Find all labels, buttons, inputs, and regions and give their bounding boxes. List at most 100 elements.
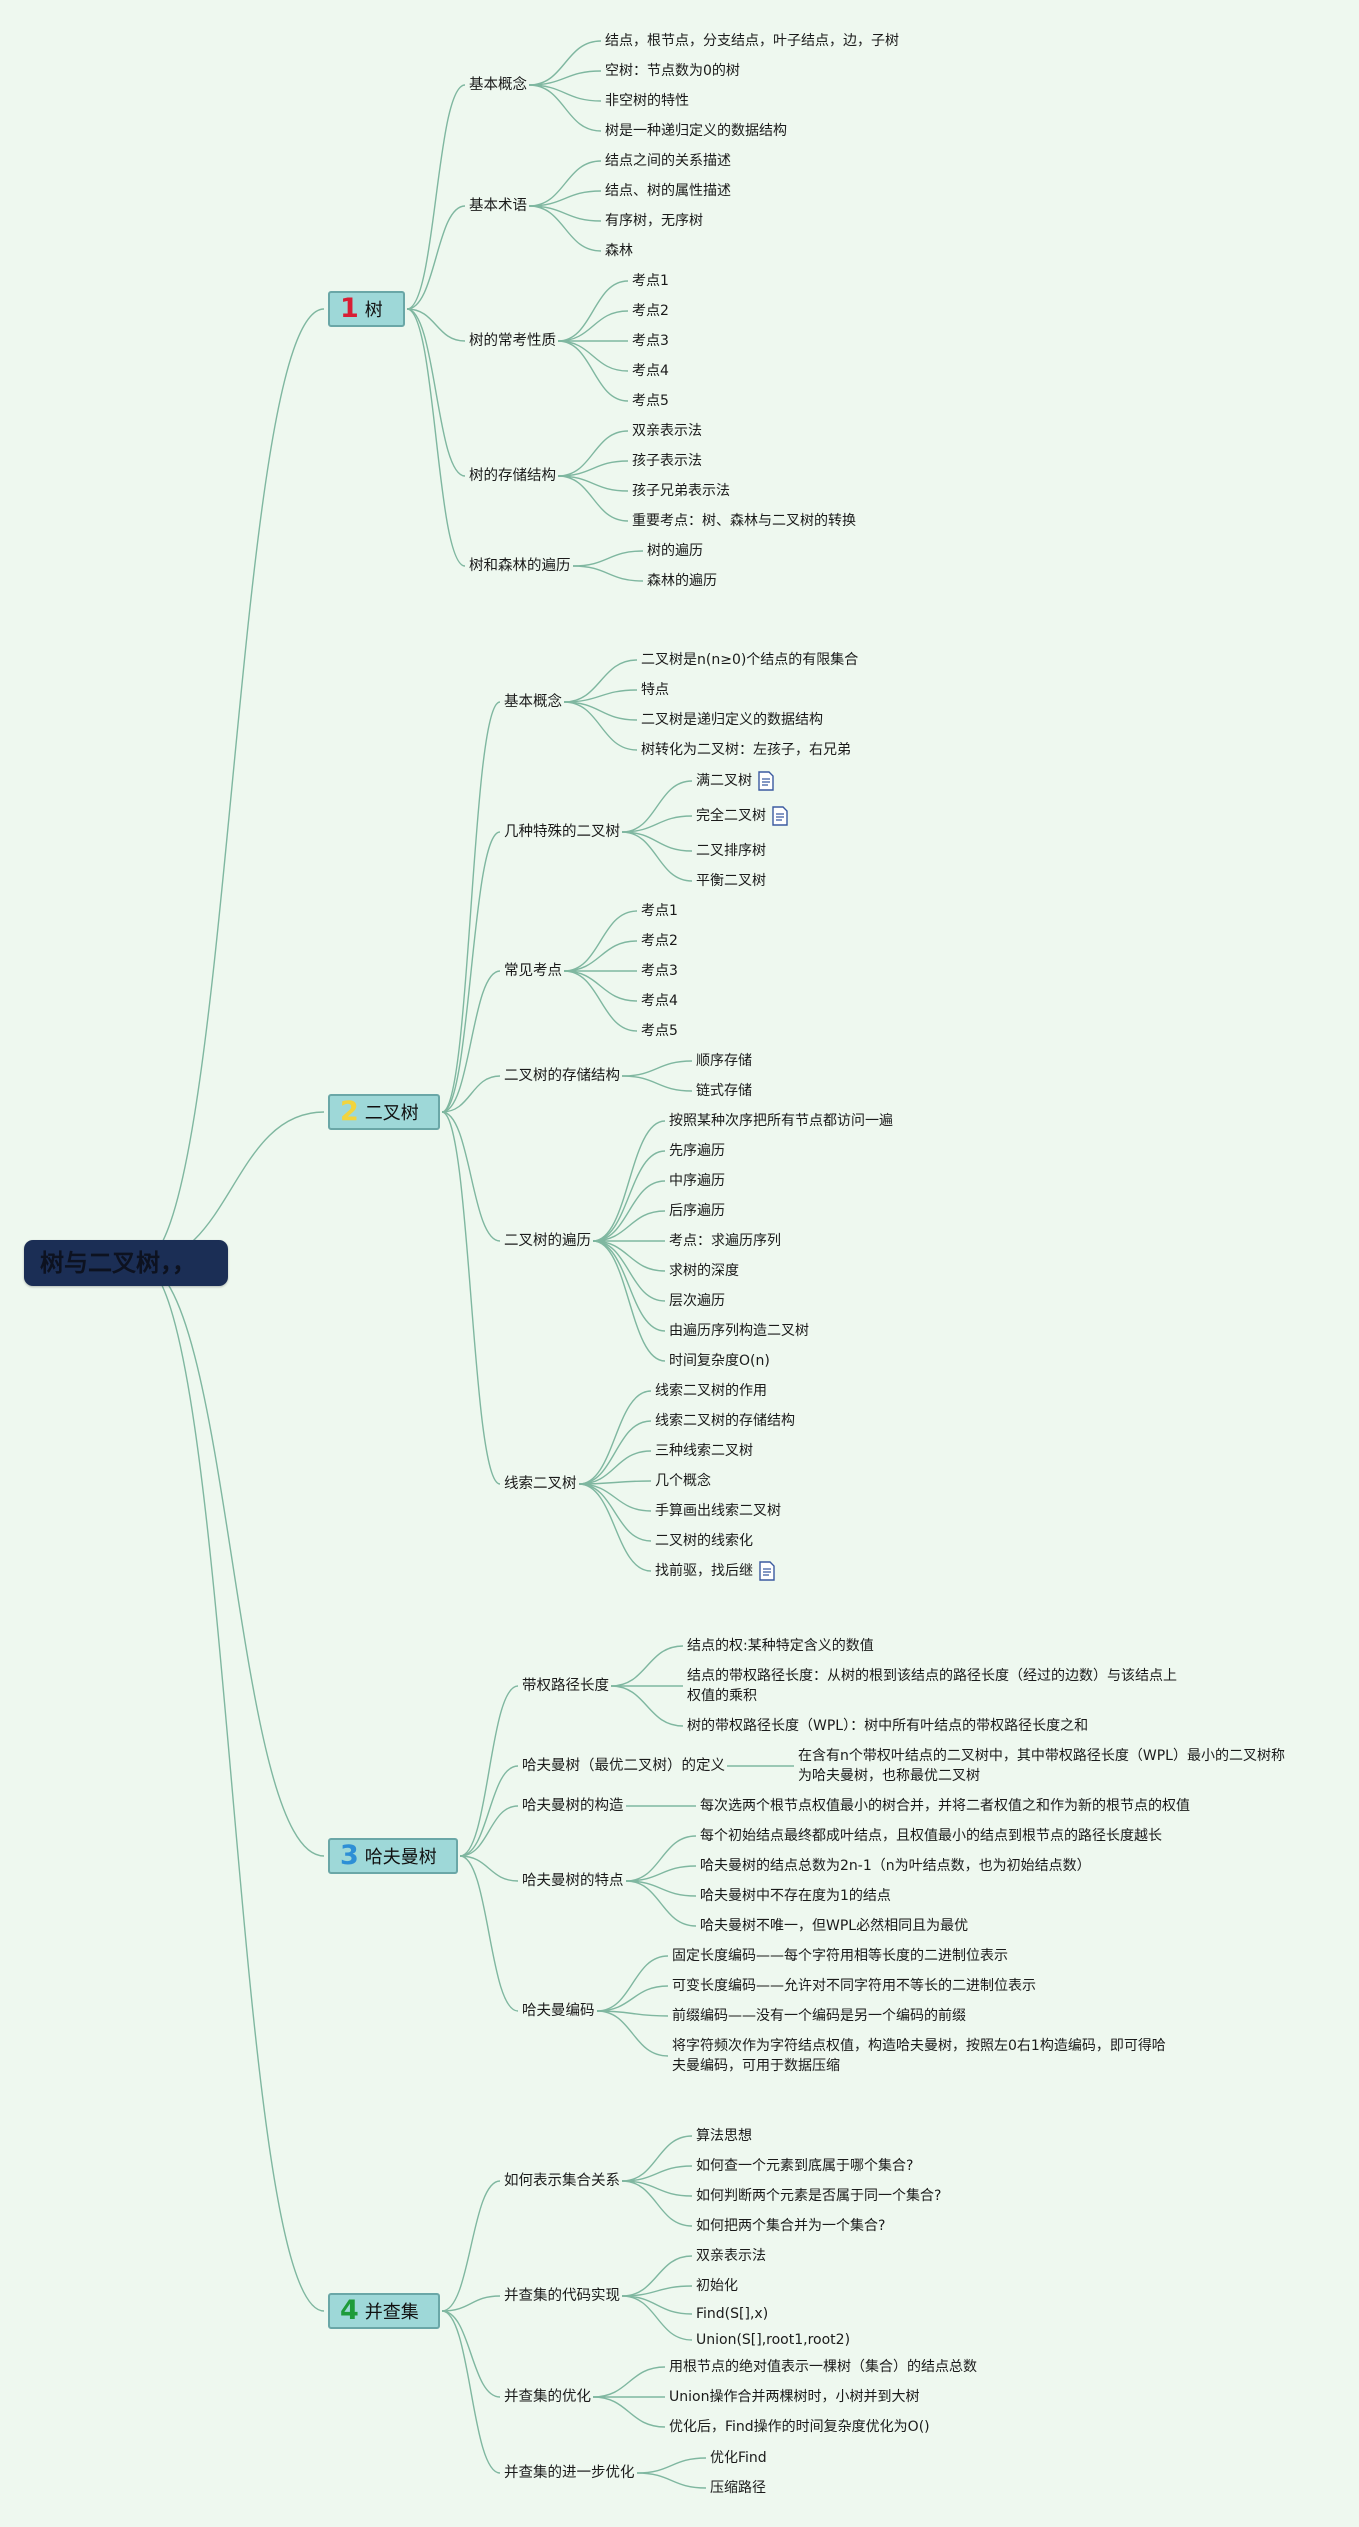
leaf-node[interactable]: 孩子兄弟表示法 xyxy=(632,483,730,499)
leaf-node[interactable]: 树的遍历 xyxy=(647,543,703,559)
leaf-node[interactable]: 结点，根节点，分支结点，叶子结点，边，子树 xyxy=(605,33,899,49)
leaf-node[interactable]: 固定长度编码——每个字符用相等长度的二进制位表示 xyxy=(672,1948,1008,1964)
topic-node[interactable]: 树的常考性质 xyxy=(469,333,556,349)
leaf-node[interactable]: 考点1 xyxy=(632,273,669,289)
leaf-node[interactable]: 优化后，Find操作的时间复杂度优化为O() xyxy=(669,2419,930,2435)
leaf-node[interactable]: 双亲表示法 xyxy=(696,2248,766,2264)
leaf-node[interactable]: 几个概念 xyxy=(655,1473,711,1489)
leaf-node[interactable]: 考点2 xyxy=(632,303,669,319)
leaf-node[interactable]: 求树的深度 xyxy=(669,1263,739,1279)
leaf-node[interactable]: 线索二叉树的作用 xyxy=(655,1383,767,1399)
topic-node[interactable]: 并查集的优化 xyxy=(504,2389,591,2405)
leaf-node[interactable]: 考点4 xyxy=(641,993,678,1009)
leaf-node[interactable]: 结点、树的属性描述 xyxy=(605,183,731,199)
leaf-node[interactable]: 顺序存储 xyxy=(696,1053,752,1069)
leaf-node[interactable]: 找前驱，找后继 xyxy=(655,1561,775,1581)
leaf-node[interactable]: 每个初始结点最终都成叶结点，且权值最小的结点到根节点的路径长度越长 xyxy=(700,1828,1162,1844)
leaf-node[interactable]: 结点的带权路径长度：从树的根到该结点的路径长度（经过的边数）与该结点上权值的乘积 xyxy=(687,1668,1177,1704)
leaf-node[interactable]: 考点2 xyxy=(641,933,678,949)
chapter-node-binary-tree[interactable]: 2 二叉树 xyxy=(328,1094,440,1130)
leaf-node[interactable]: 树是一种递归定义的数据结构 xyxy=(605,123,787,139)
note-icon[interactable] xyxy=(759,1561,775,1581)
leaf-node[interactable]: 前缀编码——没有一个编码是另一个编码的前缀 xyxy=(672,2008,966,2024)
note-icon[interactable] xyxy=(758,771,774,791)
topic-node[interactable]: 基本概念 xyxy=(504,694,562,710)
topic-node[interactable]: 二叉树的遍历 xyxy=(504,1233,591,1249)
leaf-node[interactable]: 二叉树是n(n≥0)个结点的有限集合 xyxy=(641,652,859,668)
leaf-node[interactable]: 结点的权:某种特定含义的数值 xyxy=(687,1638,874,1654)
leaf-node[interactable]: 结点之间的关系描述 xyxy=(605,153,731,169)
leaf-node[interactable]: 手算画出线索二叉树 xyxy=(655,1503,781,1519)
topic-node[interactable]: 哈夫曼树的特点 xyxy=(522,1873,624,1889)
leaf-node[interactable]: 哈夫曼树的结点总数为2n-1（n为叶结点数，也为初始结点数） xyxy=(700,1858,1091,1874)
leaf-node[interactable]: 满二叉树 xyxy=(696,771,774,791)
topic-node[interactable]: 几种特殊的二叉树 xyxy=(504,824,620,840)
leaf-node[interactable]: 中序遍历 xyxy=(669,1173,725,1189)
leaf-node[interactable]: 二叉树的线索化 xyxy=(655,1533,753,1549)
leaf-node[interactable]: 线索二叉树的存储结构 xyxy=(655,1413,795,1429)
topic-node[interactable]: 哈夫曼树的构造 xyxy=(522,1798,624,1814)
leaf-node[interactable]: 考点3 xyxy=(641,963,678,979)
leaf-node[interactable]: Union操作合并两棵树时，小树并到大树 xyxy=(669,2389,920,2405)
leaf-node[interactable]: 初始化 xyxy=(696,2278,738,2294)
leaf-node[interactable]: 空树：节点数为0的树 xyxy=(605,63,740,79)
leaf-node[interactable]: 考点1 xyxy=(641,903,678,919)
leaf-node[interactable]: Find(S[],x) xyxy=(696,2306,769,2322)
topic-node[interactable]: 哈夫曼树（最优二叉树）的定义 xyxy=(522,1758,725,1774)
leaf-node[interactable]: 重要考点：树、森林与二叉树的转换 xyxy=(632,513,856,529)
topic-node[interactable]: 并查集的进一步优化 xyxy=(504,2465,635,2481)
topic-node[interactable]: 带权路径长度 xyxy=(522,1678,609,1694)
leaf-node[interactable]: 有序树，无序树 xyxy=(605,213,703,229)
leaf-node[interactable]: 完全二叉树 xyxy=(696,806,788,826)
leaf-node[interactable]: 森林的遍历 xyxy=(647,573,717,589)
leaf-node[interactable]: 哈夫曼树不唯一，但WPL必然相同且为最优 xyxy=(700,1918,969,1934)
leaf-node[interactable]: 将字符频次作为字符结点权值，构造哈夫曼树，按照左0右1构造编码，即可得哈夫曼编码… xyxy=(672,2038,1166,2074)
leaf-node[interactable]: 非空树的特性 xyxy=(605,93,689,109)
leaf-node[interactable]: 如何查一个元素到底属于哪个集合? xyxy=(696,2158,914,2174)
chapter-node-tree[interactable]: 1 树 xyxy=(328,291,405,327)
topic-node[interactable]: 如何表示集合关系 xyxy=(504,2173,620,2189)
topic-node[interactable]: 线索二叉树 xyxy=(504,1476,577,1492)
leaf-node[interactable]: 在含有n个带权叶结点的二叉树中，其中带权路径长度（WPL）最小的二叉树称为哈夫曼… xyxy=(798,1748,1285,1784)
topic-node[interactable]: 树的存储结构 xyxy=(469,468,556,484)
leaf-node[interactable]: 双亲表示法 xyxy=(632,423,702,439)
topic-node[interactable]: 基本术语 xyxy=(469,198,527,214)
leaf-node[interactable]: 优化Find xyxy=(710,2450,767,2466)
leaf-node[interactable]: 后序遍历 xyxy=(669,1203,725,1219)
leaf-node[interactable]: 特点 xyxy=(641,682,669,698)
leaf-node[interactable]: 如何判断两个元素是否属于同一个集合? xyxy=(696,2188,942,2204)
leaf-node[interactable]: 树转化为二叉树：左孩子，右兄弟 xyxy=(641,742,851,758)
topic-node[interactable]: 并查集的代码实现 xyxy=(504,2288,620,2304)
topic-node[interactable]: 二叉树的存储结构 xyxy=(504,1068,620,1084)
leaf-node[interactable]: 孩子表示法 xyxy=(632,453,702,469)
leaf-node[interactable]: 先序遍历 xyxy=(669,1143,725,1159)
leaf-node[interactable]: 算法思想 xyxy=(696,2128,752,2144)
leaf-node[interactable]: 二叉排序树 xyxy=(696,843,766,859)
leaf-node[interactable]: 平衡二叉树 xyxy=(696,873,766,889)
leaf-node[interactable]: 三种线索二叉树 xyxy=(655,1443,753,1459)
leaf-node[interactable]: 森林 xyxy=(605,243,633,259)
topic-node[interactable]: 基本概念 xyxy=(469,77,527,93)
chapter-node-union-find[interactable]: 4 并查集 xyxy=(328,2293,440,2329)
leaf-node[interactable]: 考点4 xyxy=(632,363,669,379)
leaf-node[interactable]: 由遍历序列构造二叉树 xyxy=(669,1323,809,1339)
note-icon[interactable] xyxy=(772,806,788,826)
topic-node[interactable]: 树和森林的遍历 xyxy=(469,558,571,574)
leaf-node[interactable]: 按照某种次序把所有节点都访问一遍 xyxy=(669,1113,893,1129)
leaf-node[interactable]: 考点3 xyxy=(632,333,669,349)
leaf-node[interactable]: 每次选两个根节点权值最小的树合并，并将二者权值之和作为新的根节点的权值 xyxy=(700,1798,1190,1814)
leaf-node[interactable]: 哈夫曼树中不存在度为1的结点 xyxy=(700,1888,891,1904)
leaf-node[interactable]: Union(S[],root1,root2) xyxy=(696,2332,851,2348)
leaf-node[interactable]: 考点5 xyxy=(641,1023,678,1039)
chapter-node-huffman-tree[interactable]: 3 哈夫曼树 xyxy=(328,1838,458,1874)
leaf-node[interactable]: 用根节点的绝对值表示一棵树（集合）的结点总数 xyxy=(669,2359,977,2375)
leaf-node[interactable]: 考点5 xyxy=(632,393,669,409)
leaf-node[interactable]: 链式存储 xyxy=(696,1083,752,1099)
leaf-node[interactable]: 如何把两个集合并为一个集合? xyxy=(696,2218,886,2234)
leaf-node[interactable]: 压缩路径 xyxy=(710,2480,766,2496)
root-node[interactable]: 树与二叉树，， xyxy=(24,1240,228,1286)
leaf-node[interactable]: 时间复杂度O(n) xyxy=(669,1353,770,1369)
topic-node[interactable]: 哈夫曼编码 xyxy=(522,2003,595,2019)
topic-node[interactable]: 常见考点 xyxy=(504,963,562,979)
leaf-node[interactable]: 树的带权路径长度（WPL）：树中所有叶结点的带权路径长度之和 xyxy=(687,1718,1089,1734)
